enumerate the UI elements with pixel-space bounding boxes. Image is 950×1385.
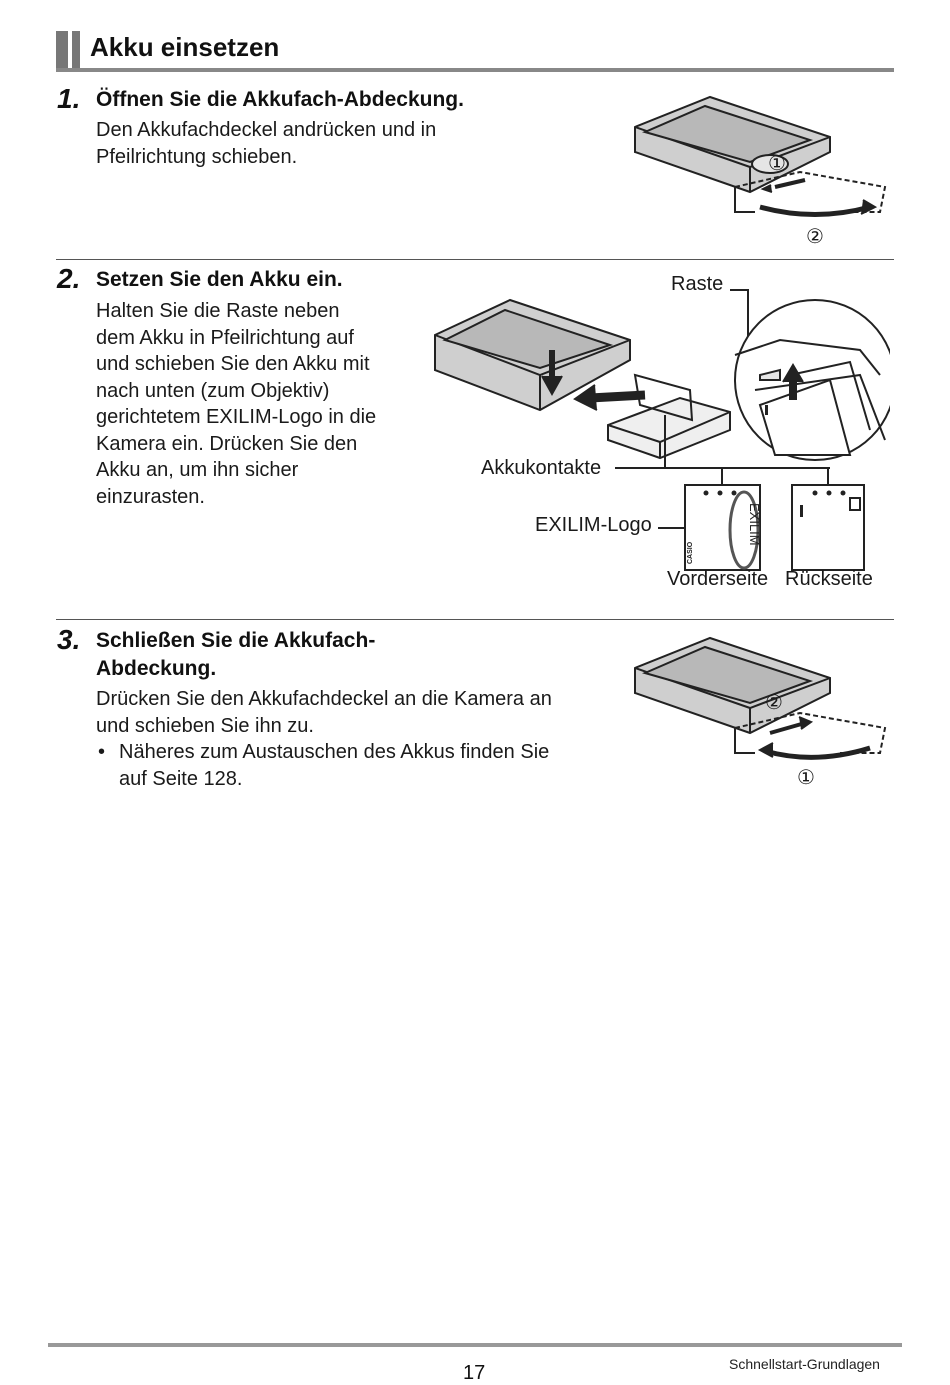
step-3-bullet-marker: • [98,741,106,763]
footer-rule [48,1343,902,1347]
text-line: nach unten (zum Objektiv) [96,379,330,402]
step-3-mark-2: ① [797,767,815,789]
text-line: einzurasten. [96,485,205,508]
text-line: Näheres zum Austauschen des Akkus finden… [119,741,550,763]
text-line: dem Akku in Pfeilrichtung auf [96,326,354,349]
page-title: Akku einsetzen [90,32,280,62]
page-number: 17 [463,1362,486,1384]
header-bar-accent-2 [72,31,80,71]
title-line: Abdeckung. [96,657,217,680]
label-exilim-logo: EXILIM-Logo [535,514,652,536]
header-bar-accent [56,31,68,71]
text-line: auf Seite 128. [119,767,243,790]
step-1-mark-2: ② [806,226,824,248]
label-rueckseite: Rückseite [785,568,873,590]
step-2-number: 2. [57,263,81,294]
text-line: und schieben Sie den Akku mit [96,353,370,375]
step-3-title: Schließen Sie die Akkufach- Abdeckung. [96,627,375,683]
section-divider [56,259,894,260]
camera-open-cover-illustration [634,95,887,217]
step-3-number: 3. [57,624,81,655]
section-divider [56,619,894,620]
label-akkukontakte: Akkukontakte [481,457,602,479]
step-1-number: 1. [57,83,81,114]
text-line: Pfeilrichtung schieben. [96,145,298,168]
battery-brand-text: CASIO [687,541,694,564]
battery-insert-illustration: CASIO EXILIM [434,289,890,571]
text-line: Kamera ein. Drücken Sie den [96,432,358,455]
label-vorderseite: Vorderseite [667,568,769,590]
step-2-text: Halten Sie die Raste neben dem Akku in P… [96,298,376,510]
text-line: Drücken Sie den Akkufachdeckel an die Ka… [96,688,552,710]
text-line: und schieben Sie ihn zu. [96,714,314,737]
step-3-bullet-text: Näheres zum Austauschen des Akkus finden… [119,739,549,792]
battery-logo-text: EXILIM [747,503,762,546]
step-3-text: Drücken Sie den Akkufachdeckel an die Ka… [96,686,552,739]
text-line: Halten Sie die Raste neben [96,300,340,322]
header-rule [56,68,894,72]
step-3-mark-1: ② [765,692,783,714]
camera-close-cover-illustration [634,636,887,760]
text-line: Den Akkufachdeckel andrücken und in [96,119,437,141]
label-raste: Raste [671,273,724,295]
step-2-title: Setzen Sie den Akku ein. [96,268,343,291]
text-line: gerichtetem EXILIM-Logo in die [96,406,377,428]
step-1-title: Öffnen Sie die Akkufach-Abdeckung. [96,88,464,111]
step-1-mark-1: ① [768,153,786,175]
step-1-text: Den Akkufachdeckel andrücken und in Pfei… [96,117,436,170]
text-line: Akku an, um ihn sicher [96,459,299,481]
footer-section-name: Schnellstart-Grundlagen [729,1356,880,1372]
title-line: Schließen Sie die Akkufach- [96,629,376,652]
